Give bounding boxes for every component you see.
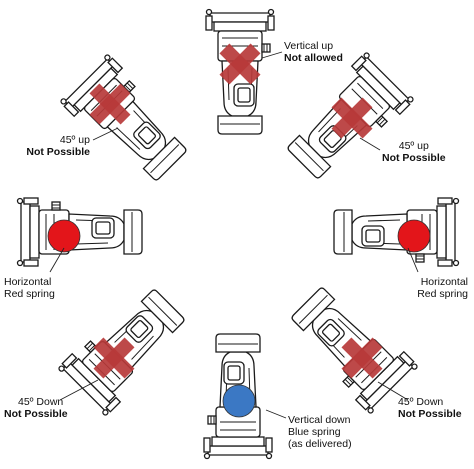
cross-mark-down-45-right bbox=[341, 337, 383, 379]
leader-horizontal-left bbox=[49, 247, 65, 273]
label-horizontal-left: Horizontal Red spring bbox=[4, 276, 55, 300]
red-spring-dot-horizontal-left bbox=[47, 219, 81, 253]
label-45-down-right: 45º Down Not Possible bbox=[398, 396, 462, 420]
leader-vertical-up bbox=[261, 51, 283, 59]
cross-mark-up-45-left bbox=[89, 83, 131, 125]
blue-spring-dot-vertical-down bbox=[222, 384, 256, 418]
leader-45-down-right bbox=[377, 381, 409, 401]
cross-mark-up-45-right bbox=[331, 97, 373, 139]
label-45-up-left: 45º up Not Possible bbox=[26, 134, 90, 158]
valve-45-up-left bbox=[59, 53, 197, 191]
label-horizontal-right: Horizontal Red spring bbox=[417, 276, 468, 300]
label-45-down-left: 45º Down Not Possible bbox=[4, 396, 68, 420]
leader-horizontal-right bbox=[407, 247, 419, 273]
label-45-up-right: 45º up Not Possible bbox=[382, 140, 446, 164]
leader-vertical-down bbox=[265, 409, 287, 419]
leader-45-down-left bbox=[59, 379, 99, 401]
label-vertical-up: Vertical up Not allowed bbox=[284, 40, 343, 64]
cross-mark-vertical-up bbox=[219, 43, 261, 85]
leader-45-up-right bbox=[359, 137, 381, 151]
valve-horizontal-right bbox=[333, 197, 460, 267]
label-vertical-down: Vertical down Blue spring (as delivered) bbox=[288, 414, 352, 450]
red-spring-dot-horizontal-right bbox=[397, 219, 431, 253]
leader-45-up-left bbox=[92, 127, 119, 141]
cross-mark-down-45-left bbox=[93, 337, 135, 379]
